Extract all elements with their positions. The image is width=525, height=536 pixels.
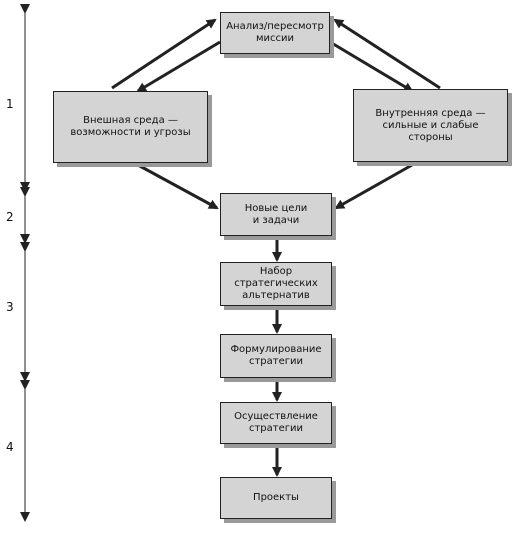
mission-line-1: Анализ/пересмотр xyxy=(226,21,324,32)
arrow-mission-to-external xyxy=(136,40,221,93)
alternatives-box: Набор стратегических альтернатив xyxy=(220,262,332,306)
formulation-box: Формулирование стратегии xyxy=(220,334,332,378)
mission-box: Анализ/пересмотр миссии xyxy=(220,12,330,54)
arrow-external-to-mission xyxy=(111,18,217,90)
external-line-1: Внешная среда — xyxy=(83,115,178,126)
phase-label-1: 1 xyxy=(6,97,14,111)
alternatives-line-1: Набор xyxy=(259,266,293,277)
arrow-internal-to-goals xyxy=(334,163,413,210)
mission-line-2: миссии xyxy=(255,33,295,44)
goals-box: Новые цели и задачи xyxy=(220,193,332,236)
implementation-line-1: Осуществление xyxy=(234,411,318,422)
arrow-mission-to-internal xyxy=(329,40,414,93)
external-line-2: возможности и угрозы xyxy=(70,127,191,138)
alternatives-line-2: стратегических xyxy=(234,278,318,289)
arrow-external-to-goals xyxy=(137,163,219,210)
phase-label-3: 3 xyxy=(6,300,14,314)
internal-line-2: сильные и слабые xyxy=(382,119,479,131)
formulation-line-2: стратегии xyxy=(248,356,303,367)
internal-line-1: Внутренняя среда — xyxy=(375,107,486,119)
implementation-box: Осуществление стратегии xyxy=(220,402,332,444)
external-environment-box: Внешная среда — возможности и угрозы xyxy=(53,91,208,163)
internal-line-3: стороны xyxy=(408,131,453,143)
formulation-line-1: Формулирование xyxy=(230,344,322,355)
goals-line-2: и задачи xyxy=(252,214,300,226)
internal-environment-box: Внутренняя среда — сильные и слабые стор… xyxy=(353,89,508,162)
goals-line-1: Новые цели xyxy=(244,202,308,214)
implementation-line-2: стратегии xyxy=(248,423,304,434)
alternatives-line-3: альтернатив xyxy=(242,290,310,301)
phase-label-4: 4 xyxy=(6,440,14,454)
projects-box: Проекты xyxy=(220,477,332,519)
arrow-internal-to-mission xyxy=(333,18,441,90)
phase-label-2: 2 xyxy=(6,210,14,224)
projects-line-1: Проекты xyxy=(253,492,299,503)
